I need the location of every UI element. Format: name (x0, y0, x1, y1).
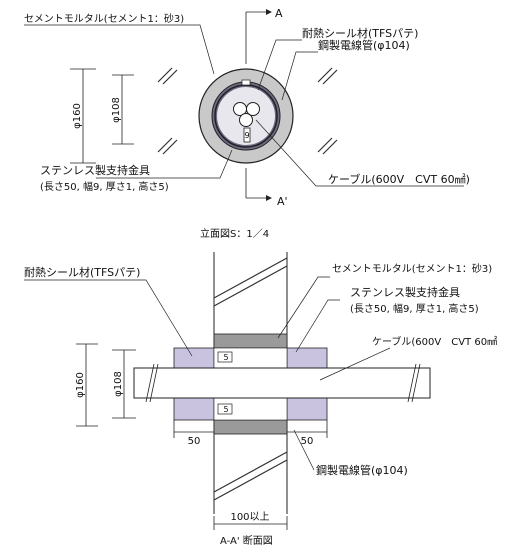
section-view: 5 5 φ160 φ108 50 (24, 252, 497, 547)
section-mortar-top (213, 333, 288, 349)
section-dimension-inner: φ108 (112, 349, 136, 419)
section-bracket-top (217, 351, 233, 363)
section-cable (133, 367, 431, 399)
section-mark-a: A (275, 7, 283, 20)
section-dim-outer-label: φ160 (75, 372, 86, 398)
section-bracket-mark-bottom: 5 (223, 405, 228, 414)
section-label-bracket-spec: (長さ50, 幅9, 厚さ1, 高さ5) (350, 302, 479, 315)
seal-left-top (173, 347, 215, 369)
section-dim-inner-label: φ108 (113, 371, 124, 397)
bracket-top (241, 79, 251, 86)
elev-label-bracket: ステンレス製支持金具 (40, 163, 150, 177)
wall-hatching (157, 67, 338, 155)
dimension-inner: φ108 (111, 74, 134, 145)
seal-right-top (286, 347, 328, 369)
cables (233, 102, 260, 127)
seal-right-bottom (286, 397, 328, 421)
section-dim-left: 50 (188, 436, 201, 447)
bracket-mark: 9 (244, 131, 249, 140)
section-mark-a-prime: A' (277, 195, 288, 208)
section-title: A-A' 断面図 (220, 534, 273, 547)
section-bracket-mark-top: 5 (223, 353, 228, 362)
elev-label-mortar: セメントモルタル(セメント1：砂3) (24, 12, 184, 25)
dim-outer-label: φ160 (72, 103, 83, 129)
section-dimension-wall: 100以上 (213, 511, 288, 530)
section-label-cable: ケーブル(600V CVT 60㎟ (372, 335, 497, 348)
section-bracket-bottom (217, 403, 233, 415)
elevation-view: 9 A A' φ160 φ108 (24, 7, 470, 240)
section-mortar-bottom (213, 419, 288, 435)
dimension-outer: φ160 (70, 68, 96, 164)
section-dim-wall: 100以上 (230, 511, 269, 523)
elev-label-seal: 耐熱シール材(TFSパテ) (302, 26, 418, 40)
section-label-seal: 耐熱シール材(TFSパテ) (24, 265, 140, 279)
seal-left-bottom (173, 397, 215, 421)
section-label-pipe: 鋼製電線管(φ104) (316, 463, 408, 477)
section-line: A A' (245, 7, 288, 208)
dim-inner-label: φ108 (111, 97, 122, 123)
bracket (243, 127, 251, 143)
section-label-bracket: ステンレス製支持金具 (350, 285, 460, 299)
break-lines (145, 363, 421, 403)
wall-section-hatching (213, 257, 288, 501)
section-dimension-outer: φ160 (75, 343, 98, 427)
section-dim-right: 50 (301, 436, 314, 447)
elev-label-pipe: 鋼製電線管(φ104) (318, 38, 410, 52)
section-label-mortar: セメントモルタル(セメント1：砂3) (332, 262, 492, 275)
elev-label-bracket-spec: (長さ50, 幅9, 厚さ1, 高さ5) (40, 180, 169, 193)
section-dimension-sides: 50 50 (173, 420, 328, 447)
elev-label-cable: ケーブル(600V CVT 60㎟) (328, 172, 470, 186)
elevation-title: 立面図S：1／4 (200, 227, 269, 240)
